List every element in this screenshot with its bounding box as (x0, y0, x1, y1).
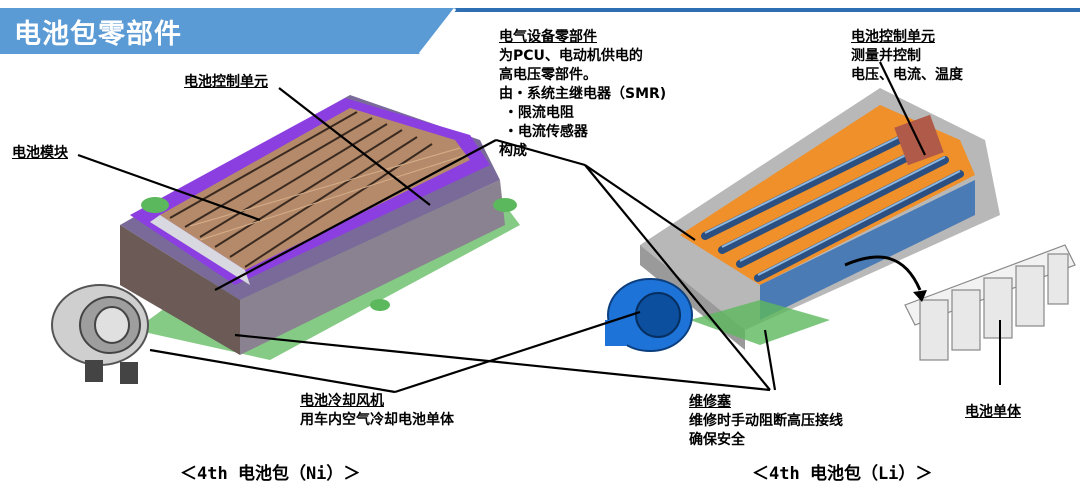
ni-cooling-fan (51, 284, 149, 384)
label-battery-control-unit-right: 电池控制单元 测量并控制 电压、电流、温度 (851, 28, 963, 85)
label-service-plug: 维修塞 维修时手动阻断高压接线 确保安全 (689, 393, 843, 450)
electrical-line: 为PCU、电动机供电的 (499, 48, 643, 64)
service-plug-line: 维修时手动阻断高压接线 (689, 413, 843, 429)
page-title: 电池包零部件 (14, 19, 182, 50)
label-battery-cell: 电池单体 (965, 404, 1021, 420)
electrical-line: ・电流传感器 (499, 124, 588, 140)
li-battery-pack (605, 88, 1076, 385)
label-electrical-components: 电气设备零部件 为PCU、电动机供电的 高电压零部件。 由・系统主继电器（SMR… (499, 28, 666, 161)
service-plug-title: 维修塞 (689, 394, 731, 410)
label-battery-control-unit-left: 电池控制单元 (184, 74, 268, 90)
electrical-line: ・限流电阻 (499, 105, 574, 121)
li-cooling-fan (605, 278, 693, 352)
label-battery-module: 电池模块 (12, 145, 68, 161)
bcu-right-line: 测量并控制 (851, 48, 921, 64)
leader-lines (77, 61, 926, 394)
caption-ni-pack: ＜4th 电池包（Ni）＞ (180, 464, 361, 484)
electrical-line: 构成 (499, 143, 527, 159)
cooling-fan-desc: 用车内空气冷却电池单体 (300, 412, 454, 428)
header-banner (0, 8, 1080, 55)
cooling-fan-title: 电池冷却风机 (300, 393, 384, 409)
bcu-right-line: 电压、电流、温度 (851, 67, 963, 83)
electrical-line: 高电压零部件。 (499, 67, 597, 83)
caption-li-pack: ＜4th 电池包（Li）＞ (752, 464, 933, 484)
service-plug-line: 确保安全 (689, 432, 745, 448)
ni-battery-pack (51, 95, 520, 384)
battery-cell-diagram (904, 244, 1076, 385)
label-cooling-fan: 电池冷却风机 用车内空气冷却电池单体 (300, 392, 454, 430)
electrical-components-title: 电气设备零部件 (499, 29, 597, 45)
bcu-right-title: 电池控制单元 (851, 29, 935, 45)
electrical-line: 由・系统主继电器（SMR) (499, 86, 667, 102)
